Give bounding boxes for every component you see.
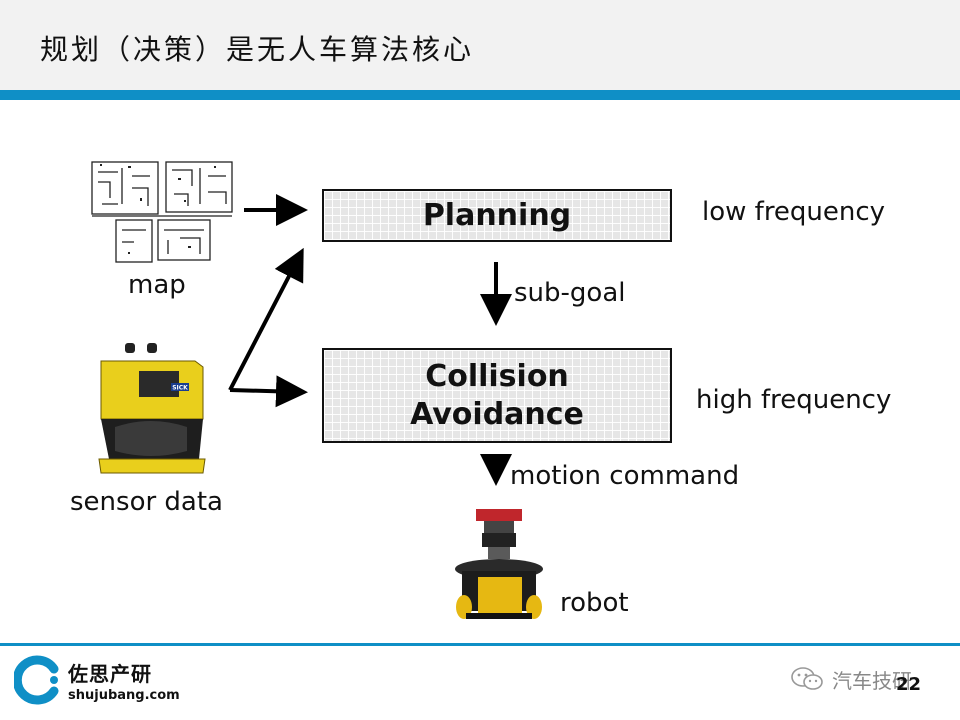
map-image bbox=[91, 161, 233, 263]
collision-avoidance-box: Collision Avoidance bbox=[322, 348, 672, 443]
planning-label: Planning bbox=[422, 197, 572, 233]
company-website: shujubang.com bbox=[68, 688, 180, 703]
low-frequency-label: low frequency bbox=[702, 197, 886, 227]
motion-command-label: motion command bbox=[510, 461, 740, 491]
company-logo-icon bbox=[14, 655, 59, 705]
company-brand: 佐思产研 bbox=[68, 662, 152, 686]
slide-header: 规划（决策）是无人车算法核心 bbox=[0, 0, 960, 90]
page-number: 22 bbox=[896, 674, 922, 695]
wechat-icon bbox=[791, 667, 823, 690]
wechat-account-name: 汽车技研 bbox=[832, 669, 912, 693]
laser-sensor-image: SICK bbox=[98, 343, 206, 474]
collision-avoidance-label: Collision Avoidance bbox=[410, 358, 584, 432]
sub-goal-label: sub-goal bbox=[514, 278, 626, 308]
planning-box: Planning bbox=[322, 189, 672, 242]
sensor-to-planning-arrow bbox=[228, 247, 304, 391]
slide-title: 规划（决策）是无人车算法核心 bbox=[40, 33, 475, 66]
svg-text:SICK: SICK bbox=[172, 385, 188, 392]
map-label: map bbox=[128, 270, 186, 300]
high-frequency-label: high frequency bbox=[696, 385, 892, 415]
sensor-data-label: sensor data bbox=[70, 487, 223, 517]
robot-label: robot bbox=[560, 588, 629, 618]
header-accent-bar bbox=[0, 90, 960, 100]
sensor-to-collision-arrow bbox=[229, 375, 308, 408]
robot-image bbox=[455, 509, 543, 619]
footer-accent-bar bbox=[0, 643, 960, 646]
